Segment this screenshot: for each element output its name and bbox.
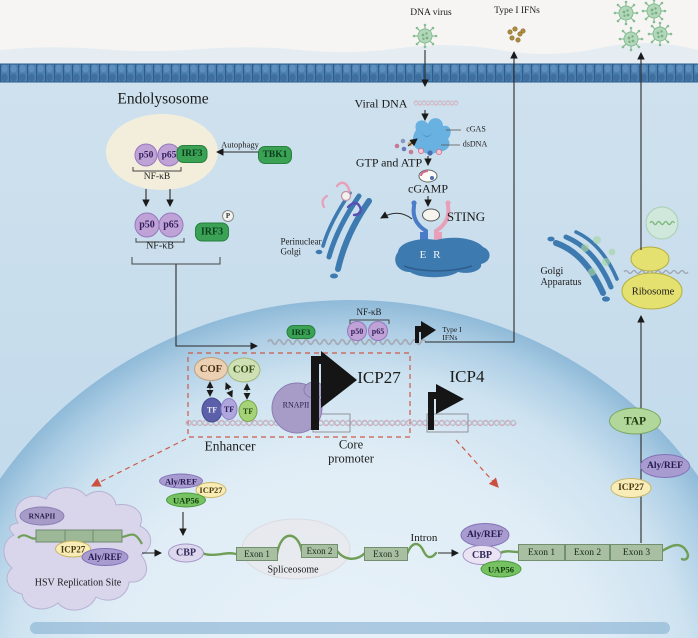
icp27-protein: ICP27 xyxy=(610,478,652,498)
icp27-transcription-arrow xyxy=(311,351,357,430)
cbp-protein: CBP xyxy=(168,543,204,563)
cgamp-icon xyxy=(418,169,438,183)
phosphate-badge: P xyxy=(222,210,234,222)
tap-protein: TAP xyxy=(609,407,661,435)
p65-protein: p65 xyxy=(158,212,184,238)
pre-mrna-line xyxy=(200,534,690,561)
cof-tf-links xyxy=(206,381,251,400)
tf-protein: TF xyxy=(238,400,258,422)
zoom-box-dashed xyxy=(90,352,499,488)
flow-arrows xyxy=(142,50,645,557)
irf3-protein: IRF3 xyxy=(286,325,316,339)
promoter-dna-strand2 xyxy=(185,419,517,427)
pericellular-band xyxy=(0,42,698,64)
cof-protein: COF xyxy=(194,357,228,381)
exon3-box: Exon 3 xyxy=(364,547,408,561)
icp27-protein: ICP27 xyxy=(195,482,227,498)
uap56-protein: UAP56 xyxy=(166,492,206,508)
mrna-vesicle-icon xyxy=(645,206,679,240)
spliced-exon1-box: Exon 1 xyxy=(518,544,565,561)
exon2-box: Exon 2 xyxy=(301,544,338,558)
alyref-protein: Aly/REF xyxy=(159,473,203,489)
irf3-protein: IRF3 xyxy=(195,222,229,242)
exon1-box: Exon 1 xyxy=(236,547,278,561)
tbk1-protein: TBK1 xyxy=(258,146,292,164)
alyref-protein: Aly/REF xyxy=(81,548,129,566)
p50-protein: p50 xyxy=(347,321,367,341)
p50-protein: p50 xyxy=(134,212,160,238)
tf-protein: TF xyxy=(220,398,238,420)
tf-protein: TF xyxy=(201,397,223,423)
spliced-exon2-box: Exon 2 xyxy=(565,544,610,561)
viral-dna-icon2 xyxy=(413,100,459,106)
p50-protein: p50 xyxy=(134,143,158,167)
bottom-band xyxy=(30,622,670,634)
plasma-membrane xyxy=(0,64,698,82)
alyref-protein: Aly/REF xyxy=(640,454,690,478)
rnapii-protein: RNAPII xyxy=(19,506,65,526)
cgas-pointer-lines xyxy=(441,129,461,146)
golgi-apparatus-icon xyxy=(547,230,619,302)
icp4-gene-box xyxy=(426,413,469,433)
uap56-protein: UAP56 xyxy=(480,560,522,578)
cof-protein: COF xyxy=(227,357,261,383)
alyref-protein: Aly/REF xyxy=(460,523,510,547)
ifn-transcription-arrow xyxy=(415,321,436,343)
ribosome-icon xyxy=(621,246,689,310)
gtp-atp-dots-icon xyxy=(394,138,414,155)
spliced-exon3-box: Exon 3 xyxy=(610,544,663,561)
dna-virus-icon xyxy=(412,23,438,49)
icp4-transcription-arrow xyxy=(428,384,464,430)
er-icon xyxy=(395,237,490,278)
p65-protein: p65 xyxy=(368,321,388,341)
ifn-gene-dna xyxy=(267,338,427,346)
sting-icon xyxy=(411,200,451,245)
irf3-protein: IRF3 xyxy=(176,145,208,163)
perinuclear-golgi-icon xyxy=(315,181,372,279)
type1-ifn-dots-icon xyxy=(507,26,526,43)
